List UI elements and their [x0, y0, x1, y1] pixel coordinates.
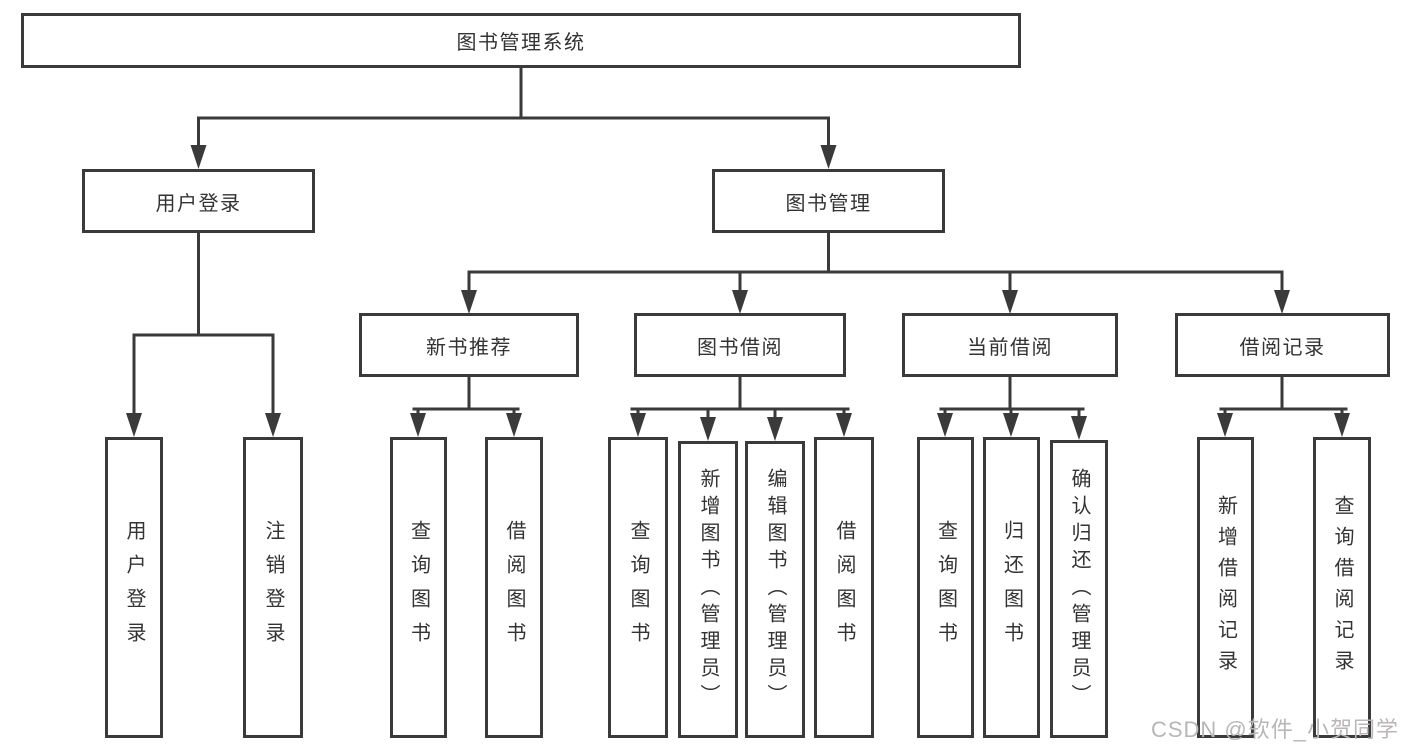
- leaf-borrow-book-1: 借阅图书: [485, 437, 543, 738]
- node-current-borrow: 当前借阅: [902, 313, 1118, 377]
- arrowhead-icon: [836, 413, 852, 437]
- arrowhead-icon: [937, 413, 953, 437]
- node-label: 查询借阅记录: [1331, 494, 1353, 681]
- node-label: 查询图书: [934, 519, 957, 656]
- node-label: 查询图书: [627, 519, 649, 656]
- node-label: 借阅图书: [833, 519, 855, 656]
- node-label: 借阅图书: [503, 519, 525, 656]
- arrowhead-icon: [265, 413, 281, 437]
- leaf-logout: 注销登录: [243, 437, 303, 738]
- leaf-user-login: 用户登录: [105, 437, 163, 738]
- leaf-query-borrow-record: 查询借阅记录: [1313, 437, 1371, 738]
- arrowhead-icon: [1217, 413, 1233, 437]
- node-user-login: 用户登录: [82, 169, 315, 233]
- node-label: 图书管理: [785, 192, 872, 215]
- node-label: 用户登录: [123, 519, 145, 656]
- arrowhead-icon: [630, 413, 646, 437]
- arrowhead-icon: [1003, 413, 1019, 437]
- node-book-management: 图书管理: [712, 169, 945, 233]
- csdn-watermark: CSDN @软件_小贺同学: [1150, 717, 1399, 742]
- leaf-return-book: 归还图书: [983, 437, 1040, 738]
- node-label: 确认归还（管理员）: [1068, 467, 1090, 711]
- leaf-borrow-book-2: 借阅图书: [814, 437, 874, 738]
- node-label: 图书借阅: [697, 336, 783, 359]
- arrowhead-icon: [410, 413, 426, 437]
- node-label: 新增借阅记录: [1214, 494, 1237, 681]
- arrowhead-icon: [506, 413, 522, 437]
- node-label: 图书管理系统: [456, 32, 586, 54]
- leaf-query-book-2: 查询图书: [608, 437, 668, 738]
- arrowhead-icon: [1002, 290, 1018, 314]
- arrowhead-icon: [1071, 416, 1087, 440]
- node-label: 新书推荐: [426, 336, 512, 359]
- arrowhead-icon: [1274, 290, 1290, 314]
- arrowhead-icon: [461, 290, 477, 314]
- node-label: 用户登录: [155, 192, 242, 215]
- arrowhead-icon: [820, 145, 837, 169]
- leaf-query-book-3: 查询图书: [917, 437, 974, 738]
- node-label: 查询图书: [407, 519, 430, 656]
- arrowhead-icon: [126, 413, 142, 437]
- node-label: 新增图书（管理员）: [697, 468, 719, 711]
- leaf-query-book-1: 查询图书: [390, 437, 447, 738]
- node-label: 编辑图书（管理员）: [764, 468, 786, 711]
- leaf-add-borrow-record: 新增借阅记录: [1197, 437, 1254, 738]
- leaf-edit-book-admin: 编辑图书（管理员）: [745, 441, 805, 738]
- node-new-book-recommend: 新书推荐: [359, 313, 579, 377]
- leaf-confirm-return-admin: 确认归还（管理员）: [1050, 440, 1108, 738]
- arrowhead-icon: [1334, 413, 1350, 437]
- node-book-borrow: 图书借阅: [634, 313, 846, 377]
- node-label: 当前借阅: [967, 336, 1053, 359]
- node-borrow-records: 借阅记录: [1175, 313, 1390, 377]
- node-label: 注销登录: [262, 519, 284, 656]
- node-library-system: 图书管理系统: [21, 13, 1021, 68]
- arrowhead-icon: [700, 417, 716, 441]
- arrowhead-icon: [190, 145, 207, 169]
- leaf-add-book-admin: 新增图书（管理员）: [678, 441, 738, 738]
- node-label: 归还图书: [1000, 519, 1023, 656]
- node-label: 借阅记录: [1239, 336, 1326, 359]
- arrowhead-icon: [767, 417, 783, 441]
- arrowhead-icon: [732, 290, 748, 314]
